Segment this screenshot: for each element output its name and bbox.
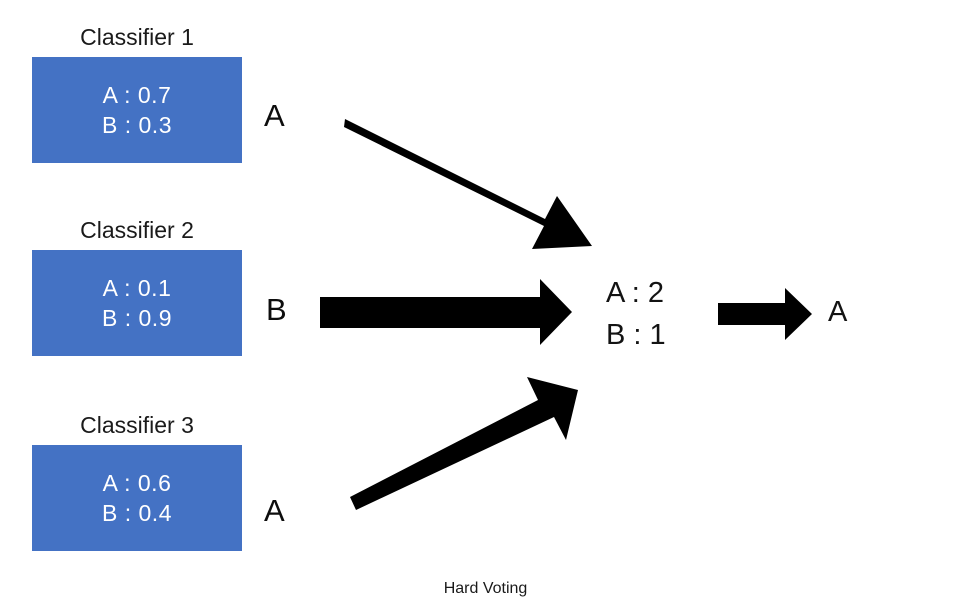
classifier-1-group: Classifier 1 A : 0.7 B : 0.3 [32,24,242,163]
classifier-3-vote-label: A [264,493,285,528]
classifier-2-prob-b: B : 0.9 [102,305,172,331]
arrow-classifier-3 [350,377,578,510]
classifier-2-prob-a: A : 0.1 [102,275,172,301]
classifier-3-group: Classifier 3 A : 0.6 B : 0.4 [32,412,242,551]
diagram-caption: Hard Voting [443,580,528,597]
classifier-2-group: Classifier 2 A : 0.1 B : 0.9 [32,217,242,356]
arrow-classifier-1 [344,119,592,249]
vote-tally: A : 2 B : 1 [606,272,666,356]
vote-tally-line-b: B : 1 [606,319,666,351]
classifier-2-title: Classifier 2 [80,217,194,243]
classifier-1-title: Classifier 1 [80,24,194,50]
final-prediction-label: A [828,296,848,328]
vote-tally-line-a: A : 2 [606,277,665,309]
classifier-3-prob-a: A : 0.6 [102,470,172,496]
classifier-3-title: Classifier 3 [80,412,194,438]
classifier-3-prob-b: B : 0.4 [102,500,172,526]
classifier-2-vote-label: B [266,292,287,327]
arrow-final-prediction [718,288,812,340]
classifier-1-prob-a: A : 0.7 [102,82,172,108]
classifier-2-box: A : 0.1 B : 0.9 [32,250,242,356]
classifier-1-vote-label: A [264,98,285,133]
classifier-1-box: A : 0.7 B : 0.3 [32,57,242,163]
classifier-1-prob-b: B : 0.3 [102,112,172,138]
classifier-3-box: A : 0.6 B : 0.4 [32,445,242,551]
arrow-classifier-2 [320,279,572,345]
